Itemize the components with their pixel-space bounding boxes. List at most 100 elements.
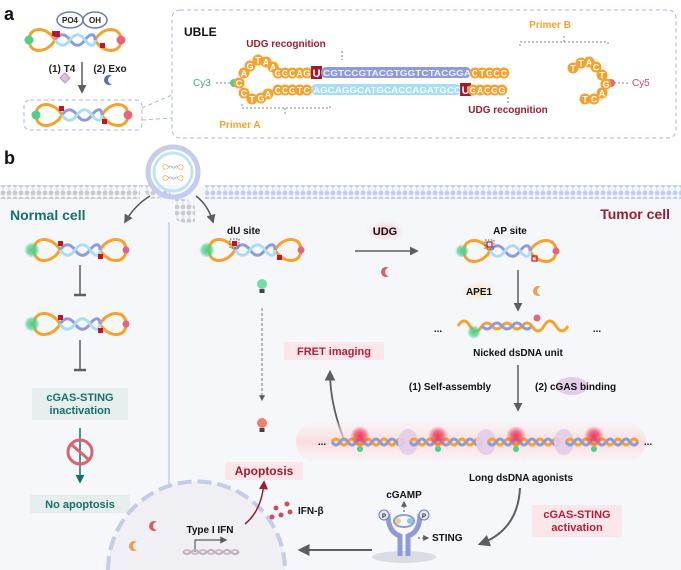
activation-box — [532, 505, 622, 537]
du-site-label: dU site — [227, 226, 261, 237]
seq-bottom-blue-bg — [311, 84, 462, 95]
product-box — [23, 99, 143, 131]
probe-ap — [455, 239, 560, 263]
uble-box — [171, 9, 677, 139]
fret-label: FRET imaging — [297, 346, 371, 358]
svg-text:T: T — [570, 64, 576, 74]
cy3-dye — [435, 446, 441, 452]
udg-recognition-top: UDG recognition — [246, 39, 325, 50]
cgas-binding-label: (2) cGAS binding — [535, 382, 616, 393]
primer-a-bracket — [241, 104, 331, 114]
activation-line1: cGAS-STING — [543, 509, 610, 521]
svg-text:C: C — [591, 95, 598, 105]
arrow-to-normal — [124, 195, 151, 224]
probe-normal-2 — [24, 312, 130, 336]
seq-top-right-base: C — [498, 67, 510, 79]
cgas-protein — [476, 429, 496, 455]
cgamp-label: cGAMP — [386, 490, 422, 501]
cy5-emission — [584, 426, 604, 446]
ellipsis-right: ... — [593, 324, 602, 335]
cy3-dye — [513, 446, 519, 452]
nucleus-enzyme-red — [148, 521, 157, 531]
gene-dna — [182, 549, 240, 555]
svg-text:T: T — [582, 95, 588, 105]
step-exo: (2) Exo — [93, 64, 126, 75]
cy5-emission — [350, 426, 370, 446]
probe-ligated — [31, 103, 133, 127]
seq-right-loop-base: A — [596, 87, 608, 99]
u-base-top-letter: U — [313, 68, 321, 80]
svg-text:C: C — [593, 63, 600, 73]
red-bulb-icon — [257, 418, 267, 432]
svg-text:C: C — [241, 89, 248, 99]
svg-text:G: G — [274, 69, 281, 79]
svg-text:A: A — [265, 90, 272, 100]
po4-pill: PO4 — [56, 11, 84, 29]
primer-b-label: Primer B — [529, 20, 571, 31]
inactivation-box — [32, 388, 128, 420]
svg-text:G: G — [602, 80, 609, 90]
cy5-emission — [428, 426, 448, 446]
t4-enzyme-icon — [59, 72, 71, 84]
uble-title: UBLE — [184, 25, 217, 39]
liposome-probe-2 — [162, 175, 184, 181]
svg-text:T: T — [578, 59, 584, 69]
phospho-right: P — [422, 514, 426, 520]
seq-top-blue-bg — [321, 67, 472, 78]
svg-text:T: T — [297, 86, 303, 96]
ellipsis-dsdna-right: ... — [644, 437, 653, 448]
svg-text:PO4: PO4 — [62, 16, 79, 25]
arrow-to-tumor — [195, 195, 216, 224]
ape1-label: APE1 — [466, 287, 493, 298]
ape1-glow — [461, 281, 497, 301]
cgas-protein-icon — [556, 377, 588, 395]
no-apoptosis-box — [30, 495, 130, 513]
panel-a-label: a — [4, 4, 15, 24]
cy3-dye — [591, 446, 597, 452]
seq-left-loop-base: A — [238, 67, 250, 79]
ap-site-label: AP site — [493, 226, 527, 237]
liposome-probe-1 — [162, 164, 184, 170]
type-i-ifn-label: Type I IFN — [186, 525, 233, 536]
liposome — [145, 144, 201, 200]
oh-pill: OH — [82, 11, 108, 29]
phospho-left: P — [382, 514, 386, 520]
nucleus-enzyme-orange — [129, 541, 137, 551]
seq-left-loop-base: C — [238, 87, 250, 99]
inactivation-line2: inactivation — [49, 405, 110, 417]
udg-recognition-bottom: UDG recognition — [468, 105, 547, 116]
svg-text:C: C — [289, 69, 296, 79]
fret-box — [284, 342, 384, 360]
svg-text:G: G — [491, 86, 498, 96]
seq-right-loop-base: T — [579, 93, 591, 105]
udg-glow — [365, 221, 405, 241]
svg-text:T: T — [599, 71, 605, 81]
nucleus — [106, 479, 287, 570]
inactivation-line1: cGAS-STING — [46, 392, 113, 404]
probe-du — [199, 238, 305, 262]
apoptosis-box — [225, 462, 303, 480]
seq-right-loop-base: T — [596, 69, 608, 81]
udg-label: UDG — [373, 226, 397, 238]
svg-text:A: A — [270, 63, 277, 73]
svg-text:A: A — [599, 89, 606, 99]
nicked-label: Nicked dsDNA unit — [473, 348, 563, 359]
seq-left-loop-base: A — [262, 88, 274, 100]
svg-text:G: G — [303, 69, 310, 79]
sting-receptor-icon: P P — [372, 509, 436, 563]
normal-membrane — [0, 185, 140, 199]
dsdna-unit — [486, 426, 562, 452]
long-dsdna-label: Long dsDNA agonists — [469, 473, 574, 484]
long-dsdna-agonists — [330, 426, 640, 455]
cy5-label: Cy5 — [632, 78, 650, 89]
svg-text:C: C — [282, 86, 289, 96]
seq-left-loop-base: T — [246, 93, 258, 105]
u-base-bottom-letter: U — [462, 85, 470, 97]
seq-bottom-blue: AGCAGGCATGCACCAGATGCC — [313, 85, 461, 95]
seq-bottom-primer-base: C — [301, 84, 313, 96]
cy3-dye — [357, 446, 363, 452]
tumor-cell-title: Tumor cell — [600, 206, 670, 222]
activation-arrow — [477, 487, 521, 547]
